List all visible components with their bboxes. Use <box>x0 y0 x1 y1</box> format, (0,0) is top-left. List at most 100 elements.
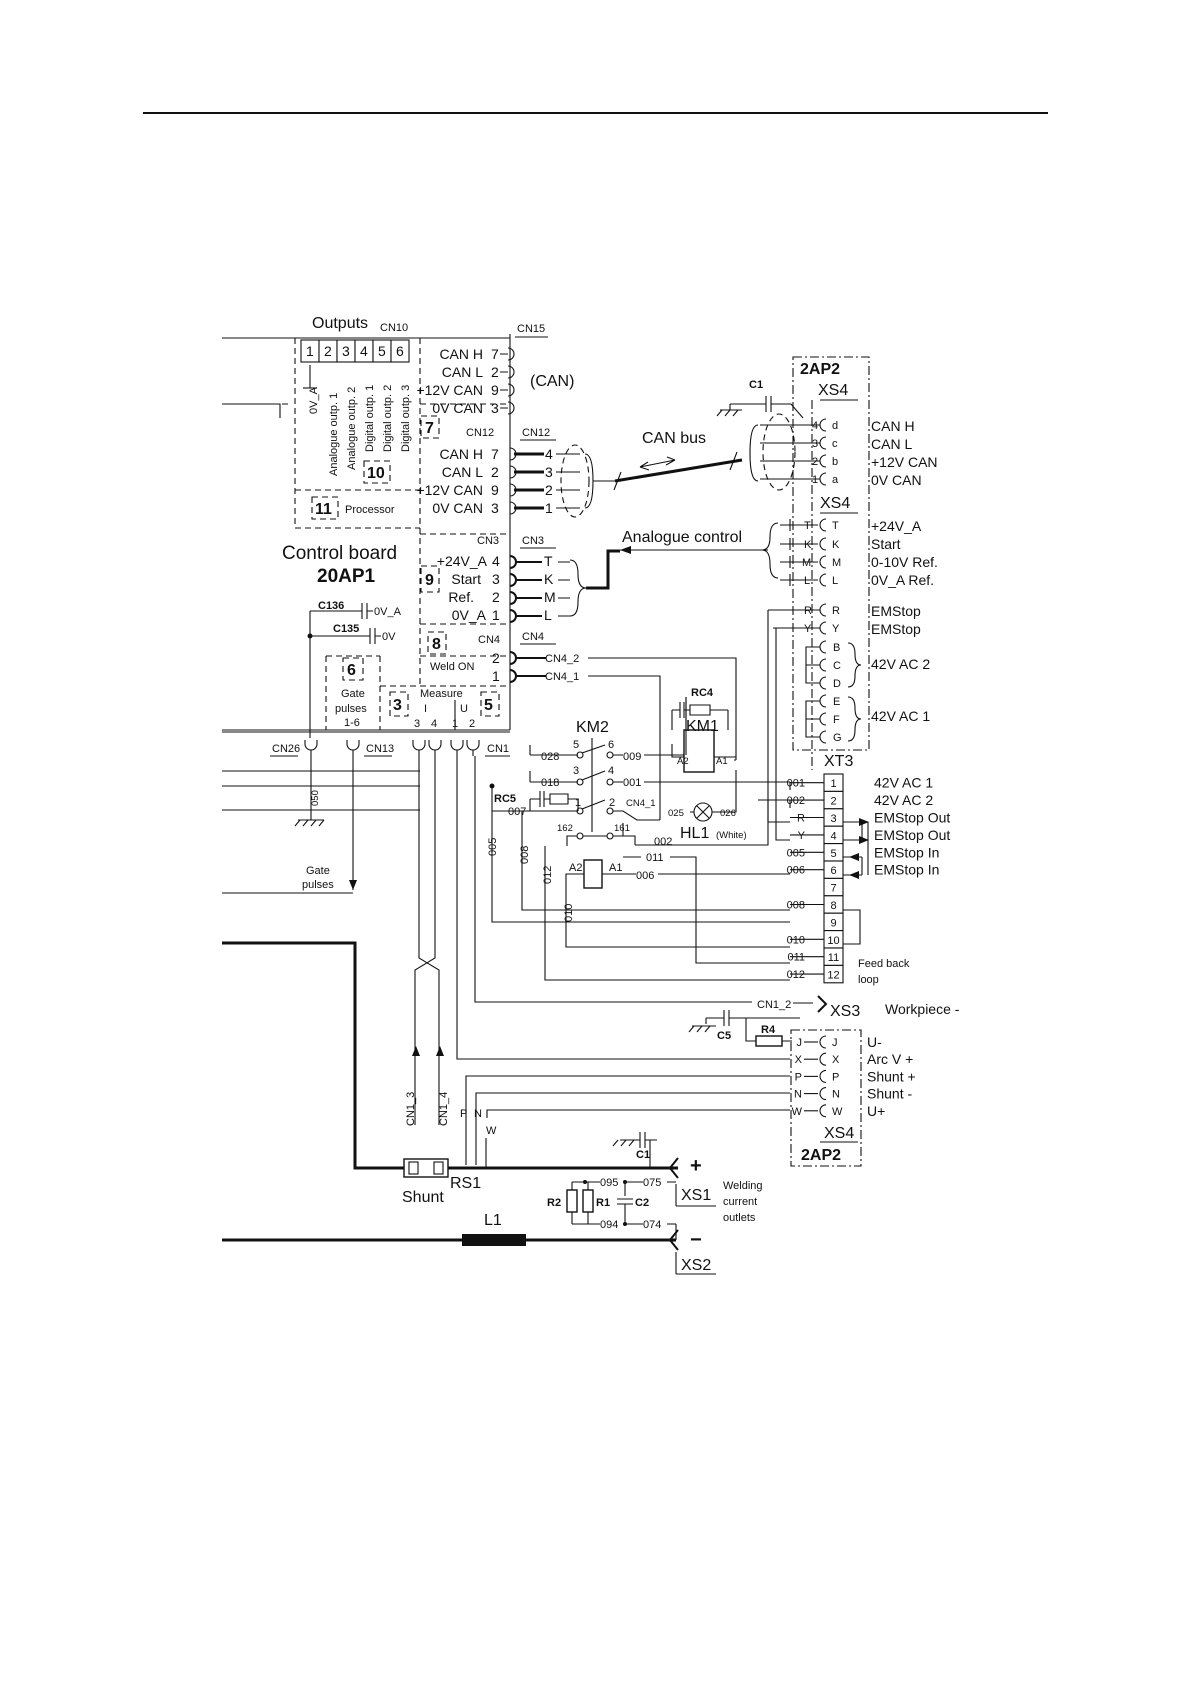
can-bus-label: CAN bus <box>642 430 706 447</box>
cn15-block: CAN H CAN L +12V CAN 0V CAN 7 2 9 3 <box>416 346 515 416</box>
hl1-label: HL1 <box>680 825 709 842</box>
marker-5: 5 <box>484 697 493 714</box>
cn12-label-12v: +12V CAN <box>416 482 483 498</box>
km2-net-026: 026 <box>720 808 736 819</box>
km1-label: KM1 <box>686 718 719 735</box>
cn3-label-start: Start <box>451 571 481 587</box>
xt3-terminal-number: 10 <box>827 935 839 947</box>
cn12-mate-1: 1 <box>545 500 553 516</box>
cn3-mate-m: M <box>544 589 556 605</box>
xt3-terminal-number: 1 <box>830 778 836 790</box>
ap2-ctl-left-l: L <box>804 575 810 587</box>
cn13-label: CN13 <box>366 743 394 755</box>
gate-out-label: Gate <box>306 865 330 877</box>
cn15-name: CN15 <box>517 323 545 335</box>
cn10-output-labels: Analogue outp. 1 Analogue outp. 2 Digita… <box>328 385 412 476</box>
ap2-ctl-right-l: L <box>832 575 838 587</box>
xs4-pin-left: N <box>794 1089 802 1101</box>
marker-8: 8 <box>432 636 441 653</box>
xs4-pin-label: U- <box>867 1034 882 1050</box>
measure-label: Measure <box>420 688 463 700</box>
marker-3: 3 <box>393 697 402 714</box>
xt3-name: XT3 <box>824 753 853 770</box>
feedback-label-2: loop <box>858 974 879 986</box>
cn4-name: CN4 <box>478 634 500 646</box>
xs4-pin-right: J <box>832 1037 838 1049</box>
xt3-net-label: 006 <box>787 865 805 877</box>
xt3-terminal-number: 2 <box>830 796 836 808</box>
ap2-em-label-1: EMStop <box>871 603 921 619</box>
cn3-label-24v: +24V_A <box>437 553 488 569</box>
ap2-bottom-frame <box>790 1029 862 1167</box>
xt3-net-label: 010 <box>787 934 805 946</box>
output-label-4: Digital outp. 2 <box>382 385 394 452</box>
xt3-net-label: 008 <box>787 900 805 912</box>
xs2-minus: − <box>690 1229 702 1251</box>
xs4-pin-right: N <box>832 1089 840 1101</box>
block-markers: 7 10 11 9 8 6 3 5 <box>311 415 500 717</box>
output-label-2: Analogue outp. 2 <box>346 387 358 470</box>
cn4-pin-2: 2 <box>492 650 500 666</box>
xs1-name: XS1 <box>681 1187 711 1204</box>
ap2-em-right-y: Y <box>832 623 840 635</box>
xt3-net-label: 005 <box>787 847 805 859</box>
km2-coil <box>583 859 603 889</box>
xs4-pin-left: J <box>797 1037 803 1049</box>
ap2-ac-pin-e: E <box>833 696 840 708</box>
cn3-name-2: CN3 <box>522 535 544 547</box>
cn12-name: CN12 <box>466 427 494 439</box>
c135-net: 0V <box>382 631 396 643</box>
inductor-l1 <box>462 1234 526 1246</box>
analogue-control-label: Analogue control <box>622 529 742 546</box>
km2-net-002: 002 <box>654 836 672 848</box>
ap2-ctl-label-ref: 0-10V Ref. <box>871 554 938 570</box>
xs4-bottom-name: XS4 <box>824 1125 854 1142</box>
xs3-block: CN1_2 XS3 Workpiece - C5 R4 <box>474 756 960 1047</box>
xs4-pin-cup <box>819 1035 827 1049</box>
xt3-net-label: 002 <box>787 795 805 807</box>
net-075: 075 <box>643 1177 661 1189</box>
xs1-plus: + <box>690 1155 702 1177</box>
xt3-function-label: 42V AC 2 <box>874 792 933 808</box>
net-005: 005 <box>487 838 499 856</box>
cn10-pin-number: 3 <box>342 343 350 359</box>
km1-a2: A2 <box>677 756 689 767</box>
cn12-pin-7: 7 <box>491 446 499 462</box>
cn12-pin-2: 2 <box>491 464 499 480</box>
ap2-xs4-top: XS4 <box>818 382 848 399</box>
measure-pin-4: 4 <box>431 718 437 730</box>
ap2-top-name: 2AP2 <box>800 361 840 378</box>
left-nets: 005 008 012 010 <box>487 745 790 981</box>
ap2-ctl-label-0va: 0V_A Ref. <box>871 572 934 588</box>
ap2-can-label-0v: 0V CAN <box>871 472 922 488</box>
cn15-pin-3: 3 <box>491 400 499 416</box>
km2-net-007: 007 <box>508 806 526 818</box>
km2-c5: 5 <box>573 739 579 751</box>
xs4-pin-label: U+ <box>867 1103 885 1119</box>
net-008: 008 <box>519 846 531 864</box>
measure-i: I <box>424 703 427 715</box>
ap2-xs4-mid: XS4 <box>820 495 850 512</box>
ap2-can-letter-d: d <box>832 420 838 432</box>
ap2-emstop-block: R Y R Y EMStop EMStop <box>773 603 921 637</box>
c135-label: C135 <box>333 623 359 635</box>
km2-net-162: 162 <box>557 823 573 834</box>
cn12-label-can-l: CAN L <box>442 464 483 480</box>
cn3-pin-3: 3 <box>492 571 500 587</box>
xt3-emstop-arrows <box>843 818 869 945</box>
r1-label: R1 <box>596 1197 610 1209</box>
xt3-terminal-number: 12 <box>827 970 839 982</box>
cn3-label-ref: Ref. <box>448 589 474 605</box>
measure-u: U <box>460 703 468 715</box>
xs4-pin-cup <box>819 1087 827 1101</box>
xs4-pin-left: P <box>795 1071 802 1083</box>
xs4-pin-right: X <box>832 1054 840 1066</box>
net-012: 012 <box>542 866 554 884</box>
ap2-ctl-right-m: M <box>832 557 841 569</box>
output-label-3: Digital outp. 1 <box>364 385 376 452</box>
xt3-net-label: 011 <box>787 952 805 964</box>
cn15-label-0v: 0V CAN <box>432 400 483 416</box>
c136-net: 0V_A <box>374 606 402 618</box>
cn12-mate-3: 3 <box>545 464 553 480</box>
ap2-ac1-label: 42V AC 1 <box>871 708 930 724</box>
